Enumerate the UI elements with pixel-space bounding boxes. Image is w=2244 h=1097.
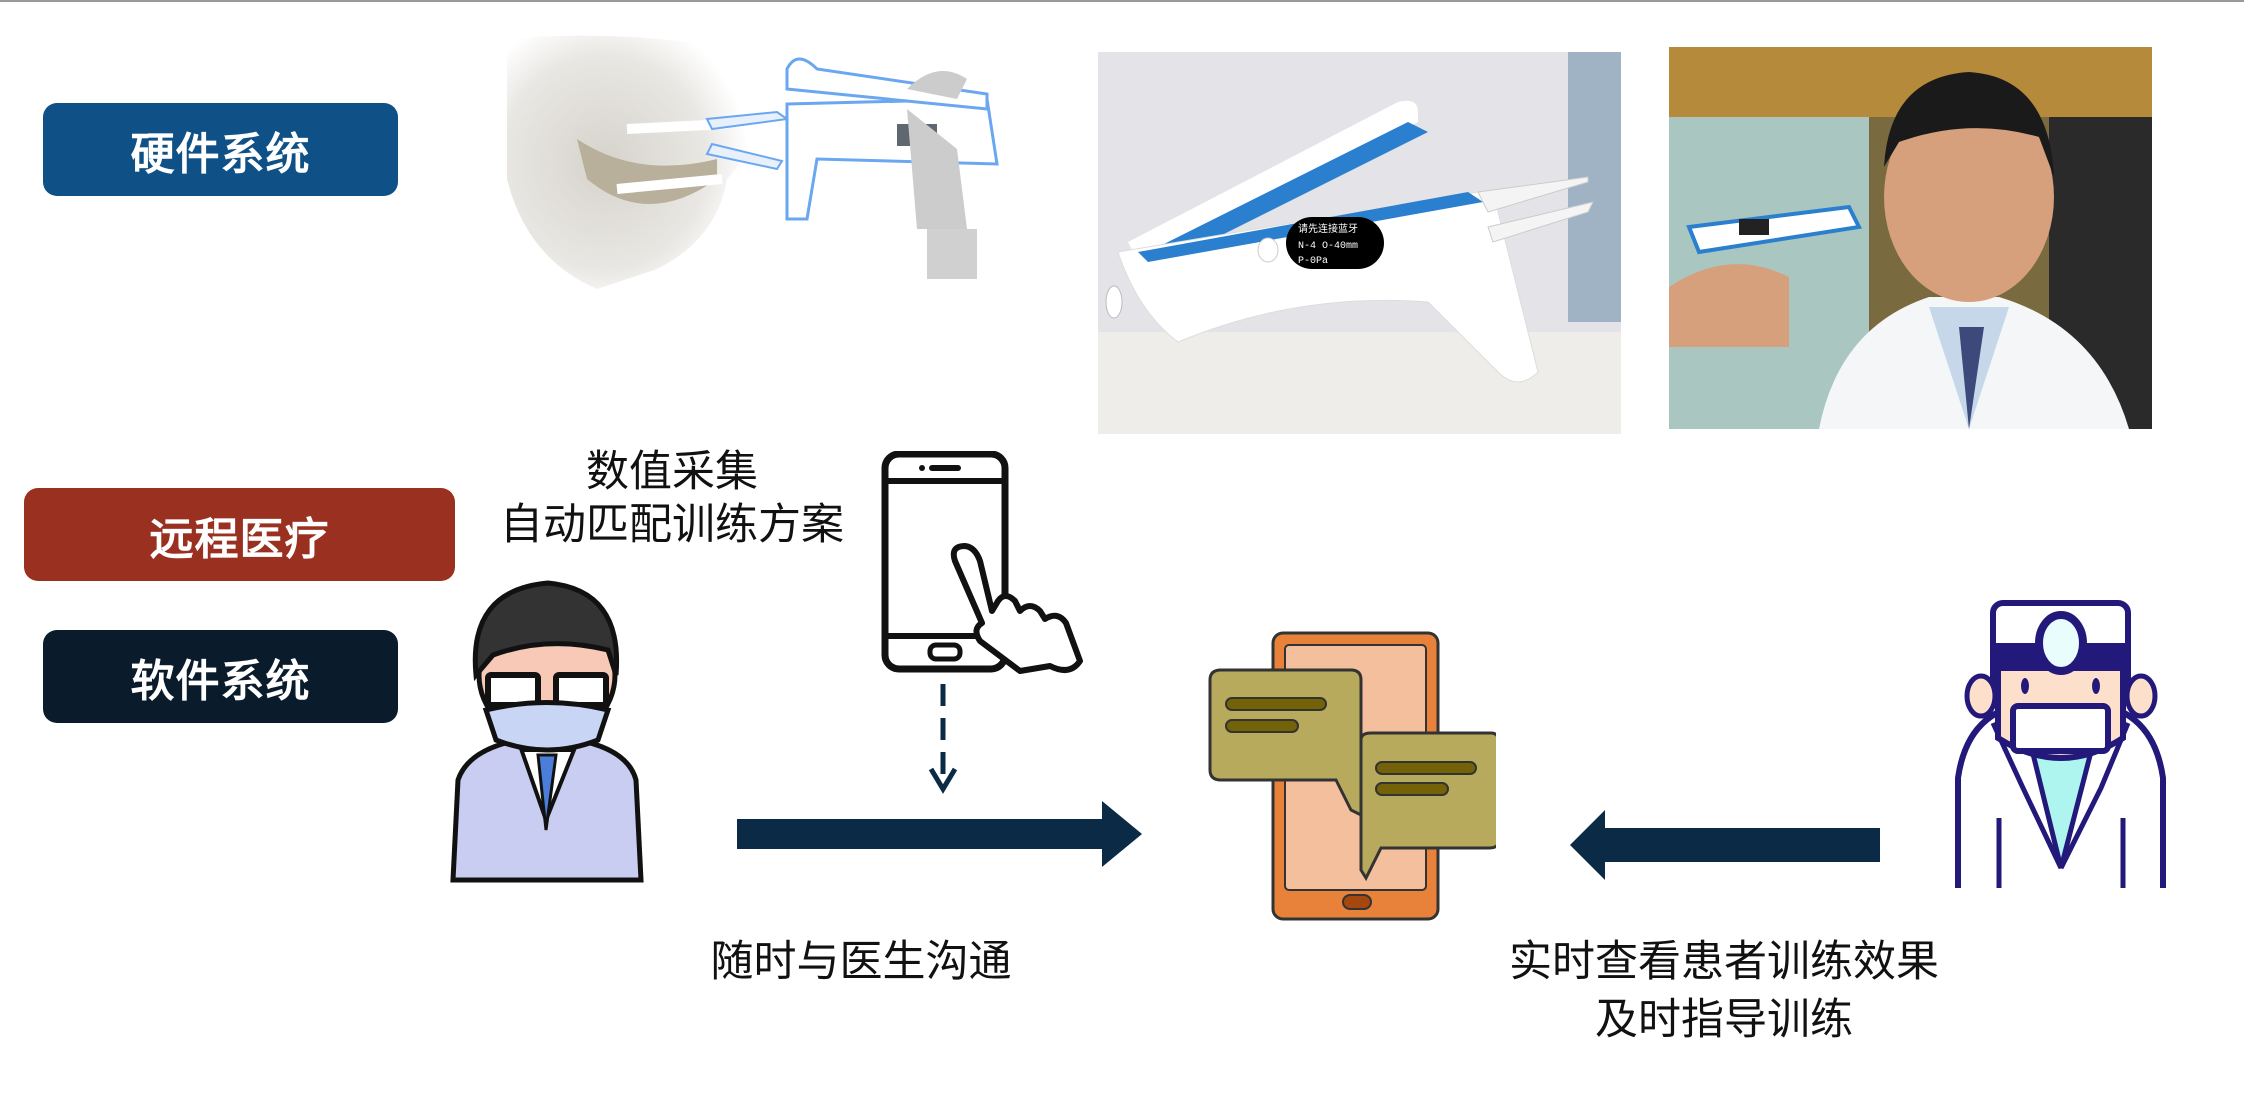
software-system-label: 软件系统 [43,630,398,723]
hardware-system-label: 硬件系统 [43,103,398,196]
right-arrow-icon [737,801,1142,867]
left-arrow-icon [1570,810,1880,880]
doctor-avatar-icon [1955,600,2166,888]
doctor-photo [1669,47,2152,429]
communicate-caption: 随时与医生沟通 [710,937,1012,987]
top-divider [0,0,2244,2]
device-photo: 请先连接蓝牙 N-4 O-40mm P-0Pa [1098,52,1621,434]
jaw-device-illustration [507,35,999,289]
device-screen-line2: N-4 O-40mm [1298,241,1358,252]
smartphone-tap-icon [881,451,1083,674]
device-power-button [1257,237,1279,263]
dashed-down-arrow-icon [928,684,958,794]
device-screen-line3: P-0Pa [1298,256,1328,267]
chat-phone-icon [1208,631,1496,921]
device-screen-line1: 请先连接蓝牙 [1298,222,1358,235]
telemedicine-label: 远程医疗 [24,488,455,581]
data-collection-caption-line2: 自动匹配训练方案 [500,500,844,550]
doctor-review-caption-line2: 及时指导训练 [1595,995,1853,1045]
doctor-review-caption-line1: 实时查看患者训练效果 [1509,937,1939,987]
patient-avatar-icon [450,580,644,883]
data-collection-caption-line1: 数值采集 [586,447,758,497]
